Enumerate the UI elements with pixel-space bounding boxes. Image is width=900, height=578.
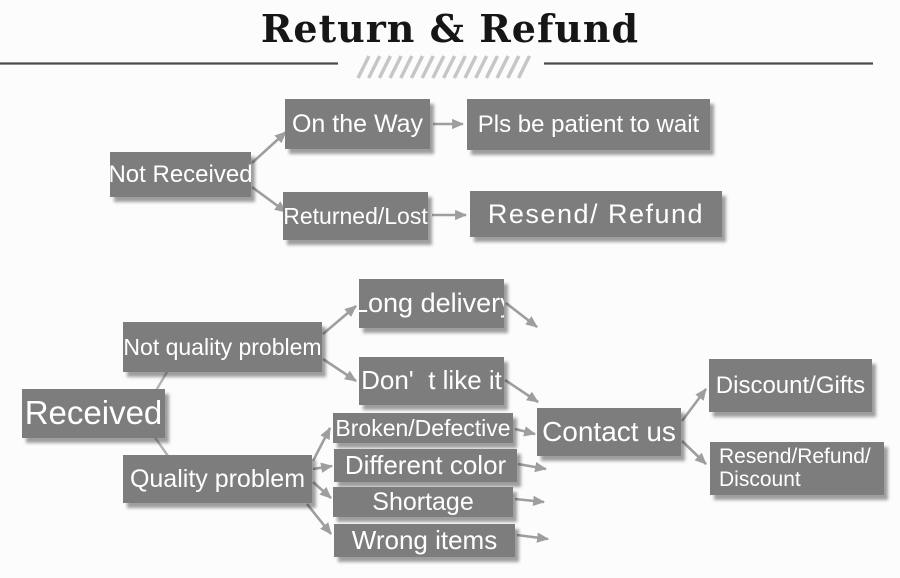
arrow-different-color-to-contact-us [517,461,548,473]
arrow-quality-to-shortage [312,481,332,499]
line-received-to-quality-problem [153,435,169,457]
node-shortage: Shortage [333,487,513,517]
node-broken-defective: Broken/Defective [333,413,513,443]
node-on-the-way: On the Way [285,99,430,149]
arrow-not-received-to-on-the-way [251,131,287,164]
arrow-quality-to-wrong-items [305,503,333,535]
node-different-color: Different color [334,449,517,482]
arrow-shortage-to-contact-us [514,495,546,507]
node-pls-be-patient: Pls be patient to wait [467,99,710,150]
node-received: Received [22,389,165,438]
arrow-contact-us-to-resend-refund-discount [681,440,707,465]
arrow-broken-defective-to-contact-us [514,426,537,437]
arrow-quality-to-different-color [312,462,334,473]
arrow-long-delivery-out [505,301,538,329]
arrow-quality-to-broken-defective [311,427,332,462]
node-not-received: Not Received [110,152,251,197]
node-quality-problem: Quality problem [123,455,312,503]
node-not-quality-problem: Not quality problem [123,322,322,372]
hatch-decoration [356,55,532,79]
page-title: Return & Refund [260,6,640,51]
node-contact-us: Contact us [537,408,681,456]
node-resend-refund-discount: Resend/Refund/ Discount [710,442,884,495]
arrow-dont-like-it-to-contact-us [504,378,539,404]
arrow-not-quality-to-long-delivery [322,305,357,335]
arrow-wrong-items-to-contact-us [516,532,550,543]
node-wrong-items: Wrong items [334,524,515,557]
node-resend-refund: Resend/ Refund [470,191,722,237]
arrow-not-received-to-returned-lost [251,185,287,214]
node-returned-lost: Returned/Lost [283,192,428,240]
node-long-delivery: Long delivery [359,279,504,328]
node-dont-like-it: Don' t like it [359,357,504,405]
arrow-not-quality-to-dont-like-it [322,357,357,383]
arrow-contact-us-to-discount-gifts [680,388,708,422]
resend-refund-discount-lines: Resend/Refund/ Discount [719,445,871,491]
node-discount-gifts: Discount/Gifts [709,359,872,412]
